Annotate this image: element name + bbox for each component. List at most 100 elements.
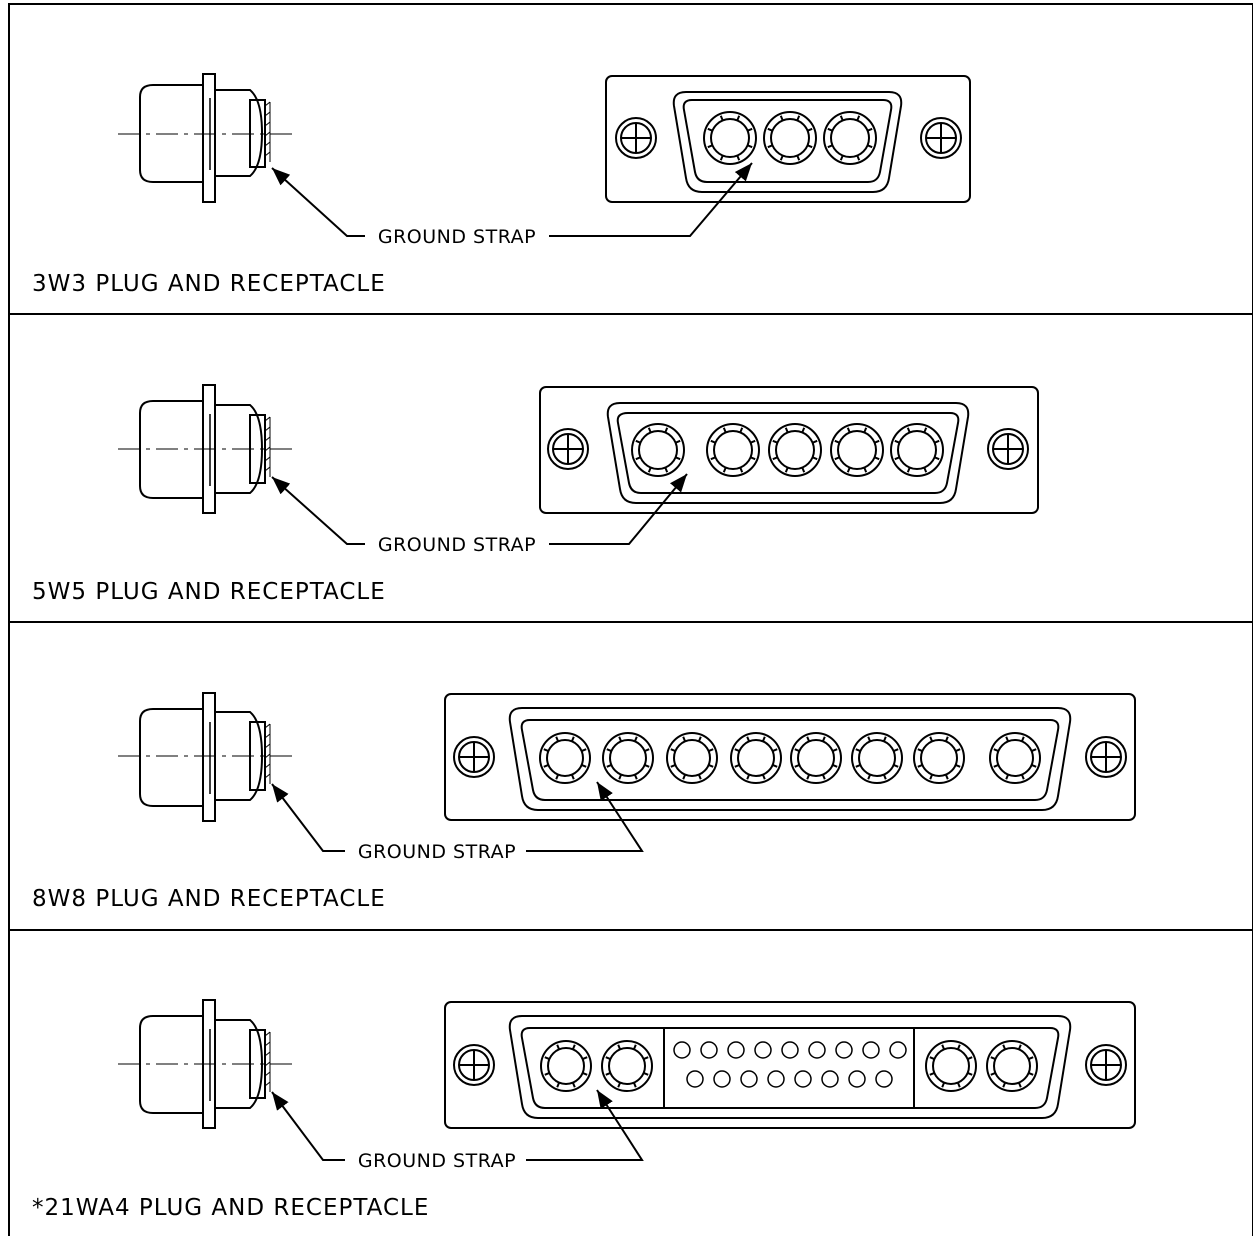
- contact-tab: [722, 427, 727, 433]
- panel-8w8: GROUND STRAP 8W8 PLUG AND RECEPTACLE: [32, 692, 1136, 912]
- contact-tab: [867, 127, 873, 132]
- contact-tab: [739, 467, 744, 473]
- signal-pin-block: [673, 1041, 907, 1088]
- receptacle-face-view: [444, 1001, 1136, 1129]
- contact-tab: [710, 439, 716, 444]
- coax-contact: [925, 1040, 977, 1092]
- contact-tab: [1031, 748, 1037, 753]
- coax-contact: [730, 732, 782, 784]
- contact-tab: [670, 748, 676, 753]
- contact-tab: [643, 1071, 649, 1076]
- contact-tab: [1002, 1044, 1007, 1050]
- contact-tab: [664, 427, 669, 433]
- contact-tab: [1017, 1044, 1022, 1050]
- contact-tab: [555, 736, 560, 742]
- contact-tab: [670, 763, 676, 768]
- coax-contact: [830, 423, 884, 477]
- contact-tab: [821, 774, 826, 780]
- contact-tab: [772, 763, 778, 768]
- contact-tab: [779, 155, 784, 161]
- contact-tab: [570, 774, 575, 780]
- contact-tab: [929, 1056, 935, 1061]
- contact-tab: [867, 774, 872, 780]
- contact-tab: [617, 1044, 622, 1050]
- contact-tab: [750, 439, 756, 444]
- contact-tab: [734, 748, 740, 753]
- coax-contact: [851, 732, 903, 784]
- contact-tab: [812, 456, 818, 461]
- ground-strap-label: GROUND STRAP: [358, 1150, 516, 1172]
- contact-tab: [923, 427, 928, 433]
- contact-tab: [801, 467, 806, 473]
- contact-tab: [967, 1071, 973, 1076]
- contact-tab: [1020, 736, 1025, 742]
- receptacle-face-view: [444, 693, 1136, 821]
- coax-contact: [763, 111, 817, 165]
- contact-tab: [697, 774, 702, 780]
- coax-contact: [706, 423, 760, 477]
- contact-tab: [635, 439, 641, 444]
- contact-tab: [772, 456, 778, 461]
- contact-tab: [633, 736, 638, 742]
- contact-tab: [682, 774, 687, 780]
- contact-tab: [555, 774, 560, 780]
- contact-tab: [697, 736, 702, 742]
- contact-tab: [606, 763, 612, 768]
- receptacle-face-view: [539, 386, 1039, 514]
- contact-tabs: [543, 115, 1037, 1088]
- contact-tab: [581, 763, 587, 768]
- contact-tab: [746, 774, 751, 780]
- contact-tab: [944, 774, 949, 780]
- panel-title: 5W5 PLUG AND RECEPTACLE: [32, 579, 386, 605]
- contact-tab: [807, 127, 813, 132]
- contact-tab: [675, 456, 681, 461]
- panel-title: 3W3 PLUG AND RECEPTACLE: [32, 271, 386, 297]
- contact-tab: [1005, 736, 1010, 742]
- contact-tab: [917, 748, 923, 753]
- contact-tab: [618, 774, 623, 780]
- panel-21wa4: GROUND STRAP *21WA4 PLUG AND RECEPTACLE: [32, 999, 1136, 1221]
- contact-tab: [618, 736, 623, 742]
- contact-tab: [632, 1082, 637, 1088]
- contact-tab: [617, 1082, 622, 1088]
- ground-strap-leader: [271, 473, 688, 545]
- contact-tab: [923, 467, 928, 473]
- contact-tab: [647, 427, 652, 433]
- contact-tab: [846, 427, 851, 433]
- ground-strap-leader: [271, 162, 753, 237]
- contact-tab: [839, 155, 844, 161]
- contact-tab: [750, 456, 756, 461]
- contact-tab: [635, 456, 641, 461]
- contact-tab: [929, 1071, 935, 1076]
- contact-tab: [1031, 763, 1037, 768]
- contact-tab: [544, 1071, 550, 1076]
- coax-contact: [989, 732, 1041, 784]
- contact-tab: [990, 1056, 996, 1061]
- contact-tab: [929, 736, 934, 742]
- contact-tab: [606, 748, 612, 753]
- receptacle-face-view: [605, 75, 971, 203]
- contact-tab: [990, 1071, 996, 1076]
- contact-tab: [543, 763, 549, 768]
- coax-contact: [602, 732, 654, 784]
- contact-tab: [855, 763, 861, 768]
- contact-tab: [863, 467, 868, 473]
- contact-tab: [956, 1044, 961, 1050]
- contact-tab: [643, 1056, 649, 1061]
- contact-tab: [917, 763, 923, 768]
- contact-tab: [784, 467, 789, 473]
- contact-tab: [941, 1044, 946, 1050]
- contact-tab: [772, 439, 778, 444]
- contact-tab: [812, 439, 818, 444]
- contact-tab: [856, 115, 861, 121]
- contact-tab: [832, 748, 838, 753]
- contact-tab: [605, 1071, 611, 1076]
- contact-tab: [944, 736, 949, 742]
- contact-tab: [747, 127, 753, 132]
- contact-tab: [794, 748, 800, 753]
- contact-tab: [1005, 774, 1010, 780]
- contact-tab: [882, 774, 887, 780]
- contact-tab: [571, 1082, 576, 1088]
- contact-tab: [882, 736, 887, 742]
